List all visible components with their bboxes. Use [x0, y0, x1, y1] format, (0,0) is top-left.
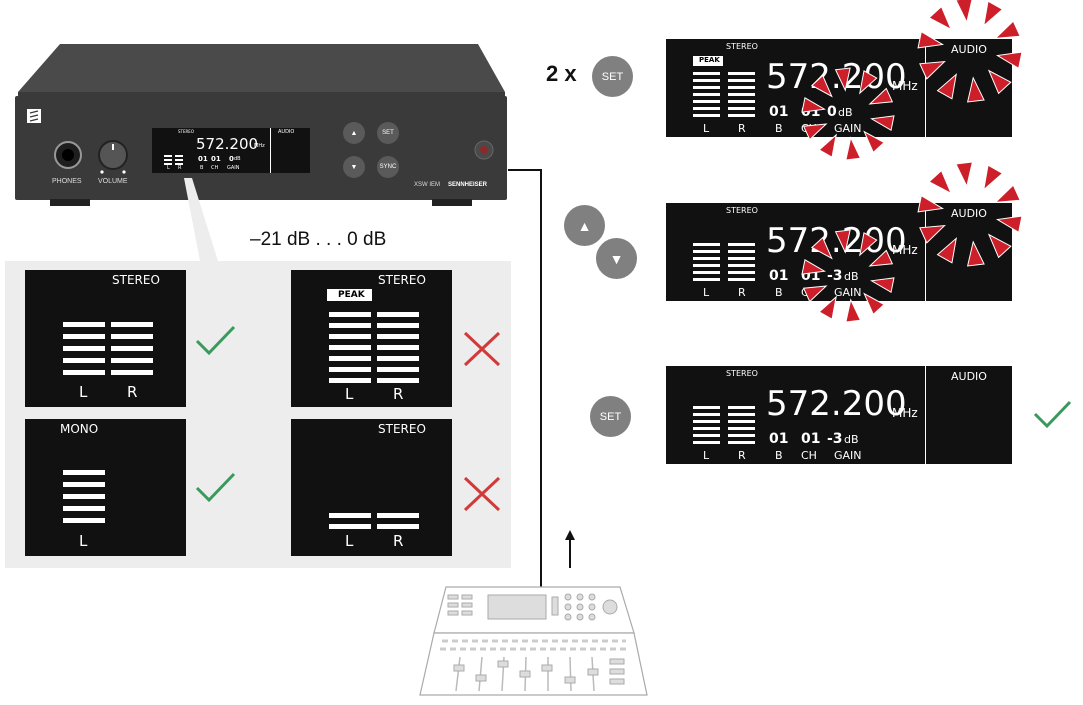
step3-frequency: 572.200 — [766, 384, 907, 424]
step2-mode: STEREO — [726, 206, 758, 215]
phones-label: PHONES — [52, 178, 82, 185]
device-display-unit: MHz — [254, 143, 265, 149]
step3-gain-unit: dB — [844, 433, 859, 446]
step2-bank: 01 — [769, 268, 789, 284]
step1-unit: MHz — [892, 79, 918, 93]
marks — [195, 325, 501, 512]
device-up-button[interactable]: ▲ — [343, 122, 365, 144]
meter-stereo-ok: STEREO L R — [25, 270, 186, 407]
device-display-gain: 0 — [229, 155, 234, 163]
step2-gain: -3 — [827, 268, 843, 284]
model-label: XSW IEM — [414, 182, 441, 188]
device-display-channel: 01 — [211, 155, 221, 163]
range-label: –21 dB . . . 0 dB — [250, 229, 387, 250]
step2-gain-unit: dB — [844, 270, 859, 283]
check-icon — [195, 325, 236, 356]
device-down-button[interactable]: ▼ — [343, 156, 365, 178]
meter-stereo-low: STEREO L R — [291, 419, 452, 556]
meter-l: L — [345, 532, 354, 550]
meter-r: R — [127, 383, 138, 401]
peak-badge — [327, 289, 372, 301]
device-display-r: R — [178, 165, 182, 171]
step1-l: L — [703, 122, 710, 135]
mixing-console — [419, 586, 648, 696]
device-sync-button[interactable]: SYNC — [377, 156, 399, 178]
step2-unit: MHz — [892, 243, 918, 257]
brand-label: SENNHEISER — [448, 182, 488, 188]
step1-gain-label: GAIN — [834, 122, 862, 135]
step3-unit: MHz — [892, 406, 918, 420]
step2-gain-label: GAIN — [834, 286, 862, 299]
meter-mode: STEREO — [378, 422, 426, 436]
check-icon — [1033, 400, 1072, 429]
device-display-bank: 01 — [198, 155, 208, 163]
step3-mode: STEREO — [726, 369, 758, 378]
device-display-ch: CH — [211, 165, 219, 171]
step3-audio: AUDIO — [951, 370, 987, 383]
arrow-up-icon — [565, 530, 575, 568]
meter-r: R — [393, 385, 404, 403]
device-set-button[interactable]: SET — [377, 122, 399, 144]
step1-b: B — [775, 122, 783, 135]
step3-display: STEREO L R 572.200 MHz AUDIO 01 01 -3 dB… — [666, 366, 1012, 464]
device-display-l: L — [167, 165, 170, 171]
step3-set-button[interactable]: SET — [590, 396, 631, 437]
step3-gain: -3 — [827, 431, 843, 447]
step2-l: L — [703, 286, 710, 299]
meter-mode: STEREO — [378, 273, 426, 287]
step2-audio: AUDIO — [951, 207, 987, 220]
step3-l: L — [703, 449, 710, 462]
step1-display: STEREO PEAK L R 572.200 MHz AUDIO 01 01 … — [666, 39, 1012, 137]
step1-gain: 0 — [827, 104, 837, 120]
meter-mode: STEREO — [112, 273, 160, 287]
step2-down-button[interactable]: ▼ — [596, 238, 637, 279]
step2-up-button[interactable]: ▲ — [564, 205, 605, 246]
step1-gain-unit: dB — [838, 106, 853, 119]
step1-channel: 01 — [801, 104, 821, 120]
step3-bank: 01 — [769, 431, 789, 447]
meter-r: R — [393, 532, 404, 550]
step1-mode: STEREO — [726, 42, 758, 51]
cross-icon — [463, 476, 501, 512]
meter-l: L — [345, 385, 354, 403]
step1-press-count: 2 x — [546, 61, 577, 86]
step2-frequency: 572.200 — [766, 221, 907, 261]
meter-l: L — [79, 383, 88, 401]
device-display-frequency: 572.200 — [196, 135, 259, 153]
step2-ch: CH — [801, 286, 817, 299]
meter-l: L — [79, 532, 88, 550]
device-display-audio: AUDIO — [278, 129, 295, 135]
step1-ch: CH — [801, 122, 817, 135]
device-display-b: B — [200, 165, 204, 171]
step2-r: R — [738, 286, 746, 299]
step1-r: R — [738, 122, 746, 135]
step1-frequency: 572.200 — [766, 57, 907, 97]
device-display: STEREO 572.200 MHz AUDIO L R 01 01 0 dB … — [152, 128, 310, 173]
step3-channel: 01 — [801, 431, 821, 447]
step3-gain-label: GAIN — [834, 449, 862, 462]
step1-peak-badge — [693, 56, 723, 66]
check-icon — [195, 472, 236, 503]
peak-label: PEAK — [338, 290, 365, 300]
step2-display: STEREO L R 572.200 MHz AUDIO 01 01 -3 dB… — [666, 203, 1012, 301]
step3-b: B — [775, 449, 783, 462]
step1-peak: PEAK — [699, 56, 720, 64]
step1-audio: AUDIO — [951, 43, 987, 56]
meter-mode: MONO — [60, 422, 99, 436]
step3-ch: CH — [801, 449, 817, 462]
meter-stereo-peak: STEREO PEAK L R — [291, 270, 452, 407]
device-display-gain-unit: dB — [234, 156, 241, 162]
volume-label: VOLUME — [98, 178, 128, 185]
step3-r: R — [738, 449, 746, 462]
step1-bank: 01 — [769, 104, 789, 120]
meter-mono-ok: MONO L — [25, 419, 186, 556]
step2-b: B — [775, 286, 783, 299]
step2-channel: 01 — [801, 268, 821, 284]
step1-set-button[interactable]: SET — [592, 56, 633, 97]
device-display-mode: STEREO — [178, 129, 194, 134]
device-display-gain-label: GAIN — [227, 165, 240, 171]
cross-icon — [463, 331, 501, 367]
